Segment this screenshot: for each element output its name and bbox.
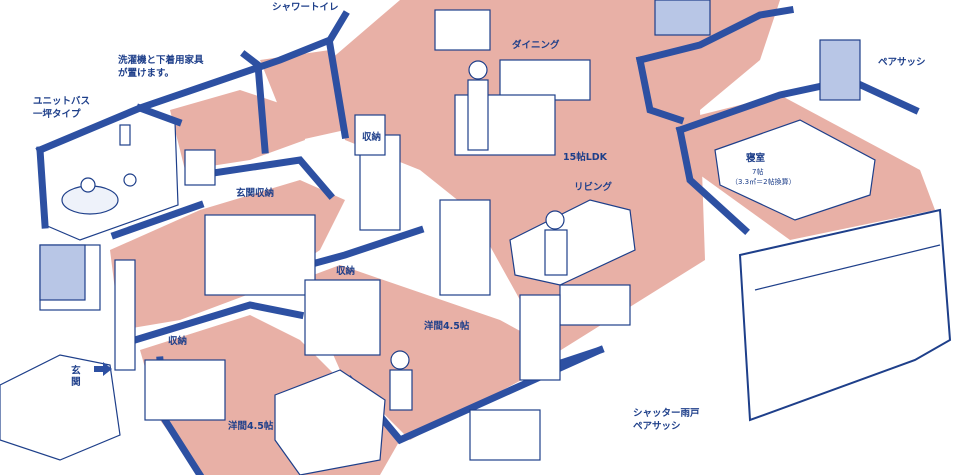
people: [389, 60, 568, 411]
storage-left-label: 収納: [168, 336, 188, 347]
sash-bottom: [469, 409, 541, 461]
western-room-mid-label: 洋間4.5帖: [424, 321, 470, 332]
bed-main: [714, 119, 876, 221]
bed-small: [274, 369, 386, 475]
ldk-label: 15帖LDK: [563, 152, 608, 163]
shutter-label-2: ペアサッシ: [633, 421, 681, 432]
window-top: [654, 0, 711, 36]
bedroom-size-label-2: （3.3㎡＝2帖換算）: [731, 178, 796, 186]
unit-bath-label-1: ユニットバス: [33, 96, 91, 107]
window-left: [39, 244, 86, 301]
kitchen-unit: [434, 9, 491, 51]
shutter-label-1: シャッター雨戸: [633, 408, 700, 419]
door-ldk: [519, 294, 561, 381]
entrance-label: 玄関: [68, 365, 80, 388]
storage-top-label: 収納: [362, 132, 382, 143]
shower-toilet-label: シャワートイレ: [272, 2, 339, 13]
entrance-storage-label: 玄関収納: [236, 188, 275, 199]
washer-label-2: が置けます。: [118, 68, 175, 79]
sofa: [509, 199, 636, 286]
unit-bath-label-2: 一坪タイプ: [33, 109, 81, 120]
shower-toilet-box: [354, 114, 386, 156]
window-right: [819, 39, 861, 101]
dining-label: ダイニング: [512, 40, 560, 51]
storage-mid-label: 収納: [336, 266, 356, 277]
pair-sash-top-label: ペアサッシ: [878, 57, 926, 68]
arrow-right-icon: [94, 362, 112, 376]
entrance-floor: [0, 354, 121, 461]
bedroom-size-label-1: 7帖: [752, 168, 764, 176]
western-room-bottom-label: 洋間4.5帖: [228, 421, 274, 432]
balcony: [738, 208, 952, 422]
floor-shower: [260, 50, 345, 140]
dining-table: [499, 59, 591, 101]
washer: [184, 149, 216, 186]
floor-ldk: [330, 0, 780, 360]
bedroom-label: 寝室: [746, 153, 766, 164]
storage-entrance: [204, 214, 316, 296]
storage-mid: [304, 279, 381, 356]
door-mid: [439, 199, 491, 296]
coffee-table: [559, 284, 631, 326]
washer-label-1: 洗濯機と下着用家具: [118, 55, 204, 66]
storage-left: [144, 359, 226, 421]
entry-door: [114, 259, 136, 371]
living-label: リビング: [574, 182, 613, 193]
